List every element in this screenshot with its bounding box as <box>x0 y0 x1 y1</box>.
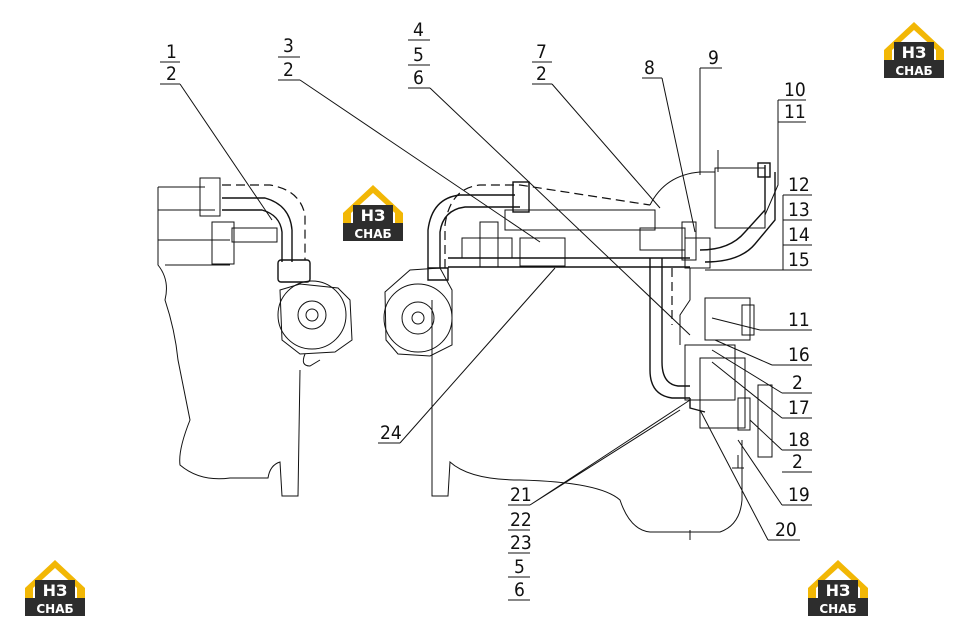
callout-17: 17 <box>788 397 810 419</box>
svg-text:СНАБ: СНАБ <box>819 602 856 616</box>
callout-24: 24 <box>380 422 402 444</box>
brand-logo-bottom-left: НЗ СНАБ <box>25 560 85 616</box>
svg-text:СНАБ: СНАБ <box>36 602 73 616</box>
callout-11-top: 11 <box>784 101 806 123</box>
right-components <box>649 150 776 540</box>
svg-text:НЗ: НЗ <box>43 581 68 600</box>
brand-logo-bottom-right: НЗ СНАБ <box>808 560 868 616</box>
callout-20: 20 <box>775 519 797 541</box>
callout-3: 3 <box>283 35 294 57</box>
callout-6-bottom: 6 <box>514 579 525 601</box>
svg-text:НЗ: НЗ <box>826 581 851 600</box>
callout-5-bottom: 5 <box>514 556 525 578</box>
callout-2-b: 2 <box>792 451 803 473</box>
brand-logo-center: НЗ СНАБ <box>343 185 403 241</box>
callout-1: 1 <box>166 41 177 63</box>
svg-text:НЗ: НЗ <box>902 43 927 62</box>
callout-8: 8 <box>644 57 655 79</box>
callout-13: 13 <box>788 199 810 221</box>
callout-11-mid: 11 <box>788 309 810 331</box>
callout-2-a: 2 <box>792 372 803 394</box>
callout-23: 23 <box>510 532 532 554</box>
callout-5: 5 <box>413 44 424 66</box>
callout-labels: 1 2 3 2 4 5 6 7 2 8 9 10 11 12 13 14 15 … <box>166 19 810 601</box>
callout-18: 18 <box>788 429 810 451</box>
callout-14: 14 <box>788 224 810 246</box>
brand-logo-top-right: НЗ СНАБ <box>884 22 944 78</box>
svg-text:СНАБ: СНАБ <box>895 64 932 78</box>
callout-22: 22 <box>510 509 532 531</box>
callout-3-sub: 2 <box>283 59 294 81</box>
callout-10: 10 <box>784 79 806 101</box>
callout-21: 21 <box>510 484 532 506</box>
leader-lines <box>160 39 812 601</box>
callout-9: 9 <box>708 47 719 69</box>
callout-16: 16 <box>788 344 810 366</box>
callout-1-sub: 2 <box>166 63 177 85</box>
callout-15: 15 <box>788 249 810 271</box>
callout-4: 4 <box>413 19 424 41</box>
callout-12: 12 <box>788 174 810 196</box>
left-engine-view <box>157 177 353 497</box>
callout-7: 7 <box>536 41 547 63</box>
callout-7-sub: 2 <box>536 63 547 85</box>
svg-text:СНАБ: СНАБ <box>354 227 391 241</box>
callout-19: 19 <box>788 484 810 506</box>
middle-engine-view <box>383 181 743 533</box>
callout-6: 6 <box>413 67 424 89</box>
svg-text:НЗ: НЗ <box>361 206 386 225</box>
